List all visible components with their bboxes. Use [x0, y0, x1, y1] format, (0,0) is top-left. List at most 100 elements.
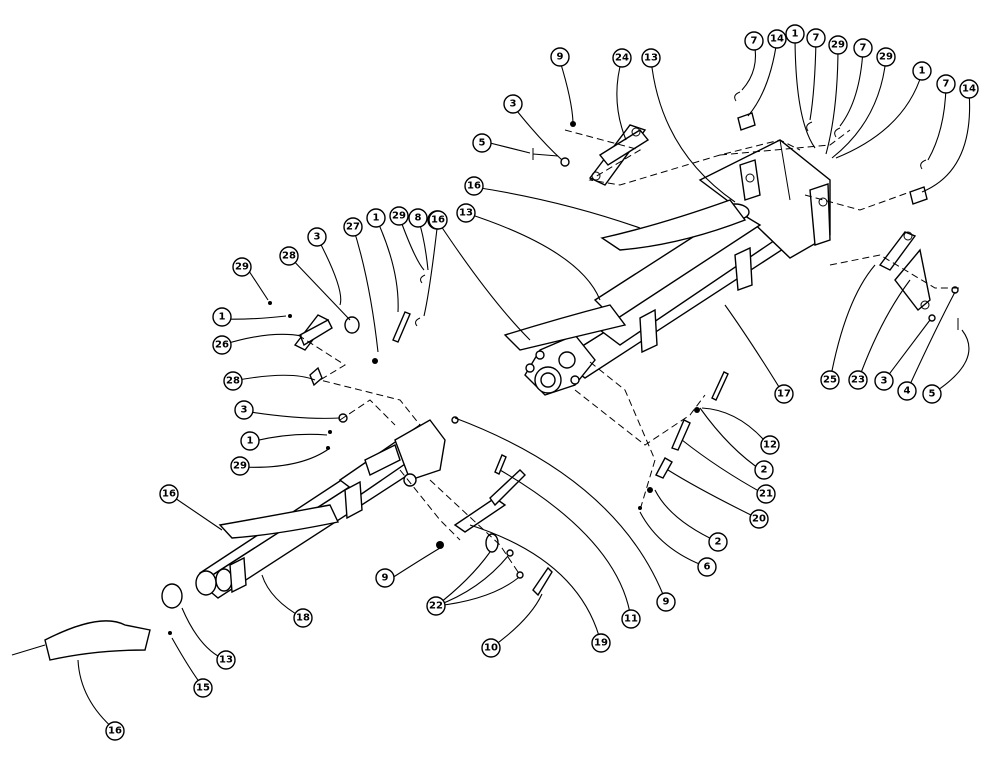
- callout-15: 15: [193, 678, 213, 698]
- callout-2: 2: [708, 532, 728, 552]
- callout-label: 29: [879, 52, 893, 63]
- callout-28: 28: [223, 371, 243, 391]
- callout-14: 14: [959, 79, 979, 99]
- callout-28: 28: [279, 246, 299, 266]
- callout-label: 8: [415, 213, 422, 224]
- callout-19: 19: [591, 633, 611, 653]
- hardware-right: [532, 91, 959, 510]
- callout-label: 28: [226, 376, 240, 387]
- callout-label: 16: [162, 489, 176, 500]
- callout-label: 6: [704, 562, 711, 573]
- callout-label: 20: [752, 514, 766, 525]
- callout-label: 2: [715, 537, 722, 548]
- callout-7: 7: [744, 31, 764, 51]
- callout-label: 24: [615, 53, 629, 64]
- callout-13: 13: [456, 203, 476, 223]
- callout-label: 1: [792, 29, 799, 40]
- callout-label: 12: [763, 440, 777, 451]
- callout-1: 1: [240, 431, 260, 451]
- callout-16: 16: [159, 484, 179, 504]
- callout-8: 8: [408, 208, 428, 228]
- callout-label: 29: [235, 262, 249, 273]
- callout-7: 7: [853, 38, 873, 58]
- callout-5: 5: [472, 133, 492, 153]
- callout-9: 9: [375, 568, 395, 588]
- callout-label: 19: [594, 638, 608, 649]
- callout-17: 17: [774, 384, 794, 404]
- callout-12: 12: [760, 435, 780, 455]
- callout-29: 29: [828, 35, 848, 55]
- callout-20: 20: [749, 509, 769, 529]
- callout-3: 3: [234, 400, 254, 420]
- hardware-left: [268, 274, 553, 597]
- callout-label: 1: [373, 213, 380, 224]
- callout-27: 27: [343, 217, 363, 237]
- callout-22: 22: [426, 596, 446, 616]
- callout-23: 23: [848, 370, 868, 390]
- callout-1: 1: [912, 61, 932, 81]
- main-frame-right: [524, 139, 831, 396]
- callout-1: 1: [366, 208, 386, 228]
- assembly-lines: [297, 129, 960, 576]
- callout-label: 17: [777, 389, 791, 400]
- callout-label: 15: [196, 683, 210, 694]
- callout-label: 13: [459, 208, 473, 219]
- callout-9: 9: [550, 47, 570, 67]
- bracket-23-25: [878, 231, 931, 312]
- callout-21: 21: [756, 484, 776, 504]
- callout-25: 25: [820, 370, 840, 390]
- hose-guide-lower: [11, 583, 183, 661]
- callout-13: 13: [216, 650, 236, 670]
- hose-guide-left: [218, 504, 340, 539]
- callout-label: 23: [851, 375, 865, 386]
- callout-16: 16: [428, 210, 448, 230]
- callout-label: 29: [233, 461, 247, 472]
- callout-29: 29: [876, 47, 896, 67]
- callout-label: 3: [881, 376, 888, 387]
- bracket-24: [588, 124, 650, 186]
- callout-label: 1: [919, 66, 926, 77]
- callout-7: 7: [936, 74, 956, 94]
- callout-label: 13: [644, 53, 658, 64]
- callout-4: 4: [897, 381, 917, 401]
- callout-3: 3: [874, 371, 894, 391]
- callout-24: 24: [612, 48, 632, 68]
- callout-label: 7: [943, 79, 950, 90]
- callout-label: 2: [761, 465, 768, 476]
- callout-1: 1: [212, 307, 232, 327]
- callouts: 9241371417297291714351613162712981632928…: [105, 24, 979, 741]
- callout-label: 5: [929, 389, 936, 400]
- callout-29: 29: [389, 206, 409, 226]
- callout-5: 5: [922, 384, 942, 404]
- callout-9: 9: [656, 592, 676, 612]
- callout-label: 9: [382, 573, 389, 584]
- callout-label: 3: [510, 99, 517, 110]
- callout-label: 14: [962, 84, 976, 95]
- callout-label: 9: [663, 597, 670, 608]
- callout-label: 7: [751, 36, 758, 47]
- callout-label: 9: [557, 52, 564, 63]
- callout-16: 16: [464, 176, 484, 196]
- callout-label: 10: [484, 643, 498, 654]
- hose-guide-upper: [503, 199, 747, 351]
- callout-11: 11: [621, 609, 641, 629]
- callout-label: 29: [831, 40, 845, 51]
- callout-label: 26: [215, 340, 229, 351]
- callout-26: 26: [212, 335, 232, 355]
- callout-29: 29: [232, 257, 252, 277]
- callout-1: 1: [785, 24, 805, 44]
- callout-7: 7: [806, 28, 826, 48]
- callout-10: 10: [481, 638, 501, 658]
- callout-label: 3: [241, 405, 248, 416]
- callout-label: 16: [431, 215, 445, 226]
- callout-18: 18: [293, 608, 313, 628]
- callout-3: 3: [307, 227, 327, 247]
- callout-label: 27: [346, 222, 360, 233]
- callout-29: 29: [230, 456, 250, 476]
- callout-label: 3: [314, 232, 321, 243]
- callout-label: 11: [624, 614, 638, 625]
- callout-label: 29: [392, 211, 406, 222]
- callout-label: 21: [759, 489, 773, 500]
- callout-label: 18: [296, 613, 310, 624]
